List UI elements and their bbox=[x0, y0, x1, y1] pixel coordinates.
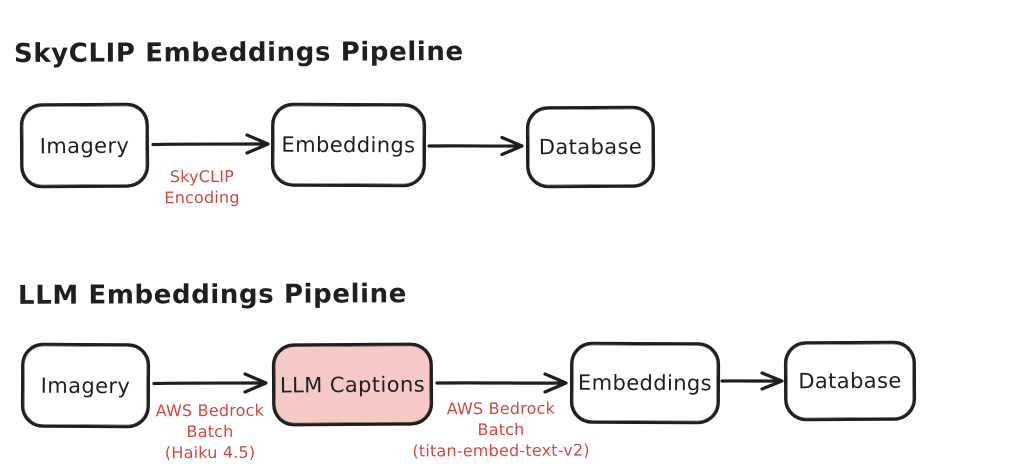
edge-label-aws-bedrock-haiku: AWS Bedrock Batch (Haiku 4.5) bbox=[155, 400, 265, 463]
node-label: Embeddings bbox=[281, 132, 416, 158]
node-llm-database: Database bbox=[783, 340, 917, 422]
pipeline-llm-title: LLM Embeddings Pipeline bbox=[17, 279, 407, 311]
arrow-llm-embeddings-to-database-icon bbox=[720, 371, 784, 391]
pipeline-skyclip-title: SkyCLIP Embeddings Pipeline bbox=[13, 37, 464, 69]
arrow-skyclip-imagery-to-embeddings-icon bbox=[151, 133, 270, 155]
arrow-llm-captions-to-embeddings-icon bbox=[435, 372, 568, 394]
edge-label-skyclip-encoding: SkyCLIP Encoding bbox=[164, 166, 240, 208]
node-skyclip-imagery: Imagery bbox=[19, 102, 150, 189]
node-label: LLM Captions bbox=[279, 371, 426, 398]
node-label: Imagery bbox=[40, 373, 131, 398]
node-label: Imagery bbox=[39, 133, 130, 158]
edge-label-aws-bedrock-titan: AWS Bedrock Batch (titan-embed-text-v2) bbox=[412, 398, 590, 461]
node-label: Database bbox=[798, 368, 902, 394]
node-label: Database bbox=[538, 134, 643, 160]
node-skyclip-database: Database bbox=[525, 105, 656, 189]
node-label: Embeddings bbox=[577, 370, 713, 396]
arrow-skyclip-embeddings-to-database-icon bbox=[427, 135, 524, 157]
node-skyclip-embeddings: Embeddings bbox=[270, 102, 427, 188]
arrow-llm-imagery-to-captions-icon bbox=[152, 372, 268, 394]
